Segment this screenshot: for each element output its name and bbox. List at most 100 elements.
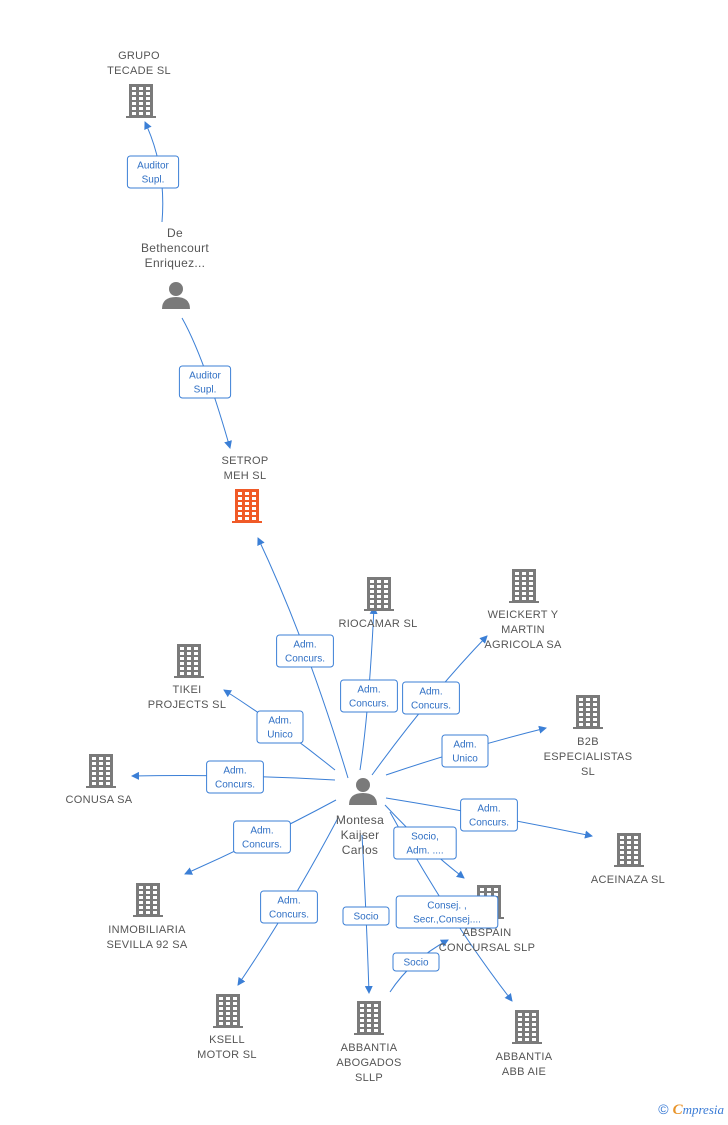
building-window <box>579 723 583 726</box>
building-window <box>525 1033 529 1036</box>
building-window <box>634 856 638 859</box>
person-icon <box>349 778 377 805</box>
node-label: MEH SL <box>224 470 267 482</box>
building-window <box>627 846 631 849</box>
building-window <box>370 600 374 603</box>
node-debeth[interactable]: DeBethencourtEnriquez... <box>141 226 209 309</box>
edge-label-text: Consej. , <box>427 901 466 912</box>
building-window <box>384 590 388 593</box>
building-window <box>377 595 381 598</box>
node-label: KSELL <box>209 1034 245 1046</box>
building-window <box>525 1038 529 1041</box>
person-head <box>356 778 370 792</box>
building-window <box>518 1028 522 1031</box>
node-riocamar[interactable]: RIOCAMAR SL <box>338 577 417 630</box>
building-window <box>187 672 191 675</box>
building-window <box>529 577 533 580</box>
building-icon <box>509 569 539 603</box>
building-window <box>529 587 533 590</box>
edge-label-montesa-setrop[interactable]: Adm.Concurs. <box>276 634 334 668</box>
building-window <box>367 1014 371 1017</box>
building-window <box>92 757 96 760</box>
building-window <box>579 713 583 716</box>
building-window <box>106 772 110 775</box>
edge-label-text: Secr.,Consej.... <box>413 915 481 926</box>
building-window <box>146 911 150 914</box>
node-label: SLLP <box>355 1072 383 1084</box>
edge-label-montesa-riocamar[interactable]: Adm.Concurs. <box>340 679 398 713</box>
edge-label-abbantia_abog-abspain[interactable]: Socio <box>392 952 440 972</box>
building-window <box>525 1018 529 1021</box>
edge-label-montesa-b2b[interactable]: Adm.Unico <box>441 734 489 768</box>
edge-label-text: Adm. <box>250 826 273 837</box>
edge-label-montesa-abbantia_aie[interactable]: Consej. , Secr.,Consej.... <box>395 895 499 929</box>
edge-label-montesa-conusa[interactable]: Adm.Concurs. <box>206 760 264 794</box>
building-icon <box>174 644 204 678</box>
building-window <box>586 698 590 701</box>
edge-label-montesa-abbantia_abog[interactable]: Socio <box>342 906 390 926</box>
building-window <box>384 605 388 608</box>
building-window <box>153 906 157 909</box>
building-window <box>99 762 103 765</box>
building-window <box>480 888 484 891</box>
node-label: TIKEI <box>172 684 201 696</box>
building-window <box>106 782 110 785</box>
node-label: ACEINAZA SL <box>591 874 665 886</box>
building-window <box>529 592 533 595</box>
building-window <box>252 517 256 520</box>
node-label: SL <box>581 766 595 778</box>
building-window <box>146 97 150 100</box>
building-base <box>573 727 603 729</box>
person-head <box>169 282 183 296</box>
building-window <box>593 708 597 711</box>
edge-label-text: Adm. <box>477 804 500 815</box>
edge-label-text: Concurs. <box>285 654 325 665</box>
building-window <box>522 577 526 580</box>
edge-label-montesa-inmob[interactable]: Adm.Concurs. <box>233 820 291 854</box>
building-window <box>532 1028 536 1031</box>
edge-label-montesa-abspain[interactable]: Socio,Adm. .... <box>393 826 457 860</box>
building-window <box>627 851 631 854</box>
building-window <box>367 1029 371 1032</box>
building-window <box>187 657 191 660</box>
building-window <box>139 102 143 105</box>
building-window <box>370 590 374 593</box>
edge-label-montesa-weickert[interactable]: Adm.Concurs. <box>402 681 460 715</box>
building-window <box>226 1017 230 1020</box>
node-aceinaza[interactable]: ACEINAZA SL <box>591 833 665 886</box>
building-window <box>245 517 249 520</box>
building-window <box>593 698 597 701</box>
node-conusa[interactable]: CONUSA SA <box>66 754 133 806</box>
building-window <box>627 861 631 864</box>
edge-label-montesa-tikei[interactable]: Adm.Unico <box>256 710 304 744</box>
edge-label-text: Supl. <box>194 385 217 396</box>
edge-label-montesa-ksell[interactable]: Adm.Concurs. <box>260 890 318 924</box>
building-window <box>92 772 96 775</box>
edge-label-montesa-aceinaza[interactable]: Adm.Concurs. <box>460 798 518 832</box>
building-window <box>586 703 590 706</box>
edge-label-text: Auditor <box>137 161 169 172</box>
edge-label-box <box>393 826 457 860</box>
edge-label-box <box>402 681 460 715</box>
building-window <box>377 585 381 588</box>
building-base <box>364 609 394 611</box>
building-window <box>620 841 624 844</box>
edge-label-box <box>340 679 398 713</box>
building-window <box>180 667 184 670</box>
building-window <box>106 777 110 780</box>
building-window <box>367 1024 371 1027</box>
edge-label-box <box>233 820 291 854</box>
